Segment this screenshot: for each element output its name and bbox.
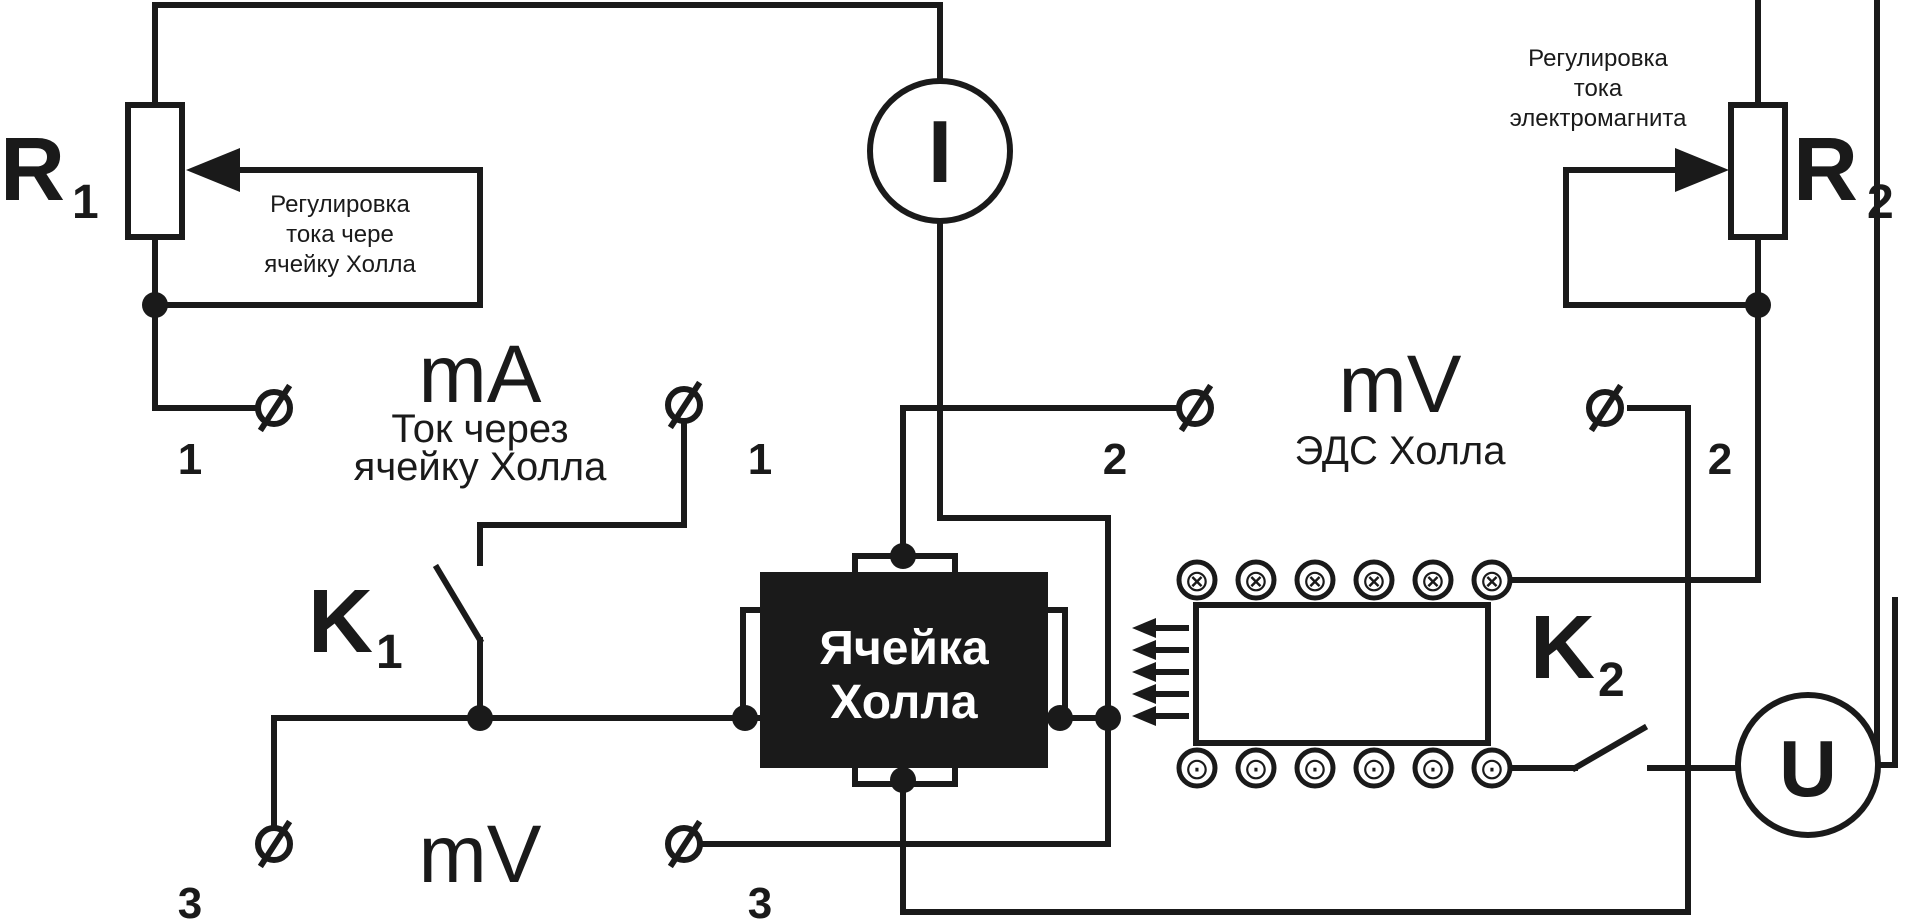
r2-adjust-line2: тока bbox=[1574, 75, 1623, 102]
magnet-top-terminal: ⊗ bbox=[1361, 565, 1386, 598]
ma-desc-line2: ячейку Холла bbox=[354, 445, 607, 489]
magnet-bottom-terminal: ⊙ bbox=[1243, 753, 1268, 786]
ma-unit-label: mA bbox=[419, 329, 542, 420]
r2-adjust-line3: электромагнита bbox=[1510, 105, 1688, 132]
magnet-bottom-terminal: ⊙ bbox=[1479, 753, 1504, 786]
magnet-top-terminals: ⊗ ⊗ ⊗ ⊗ ⊗ ⊗ bbox=[1176, 559, 1513, 601]
r2-adjust-line1: Регулировка bbox=[1528, 45, 1668, 72]
r1-adjust-line2: тока чере bbox=[286, 221, 394, 248]
r1-subscript: 1 bbox=[72, 176, 99, 229]
resistor-r1: R 1 bbox=[0, 102, 240, 240]
electromagnet: ⊗ ⊗ ⊗ ⊗ ⊗ ⊗ ⊙ ⊙ ⊙ ⊙ ⊙ ⊙ bbox=[1176, 559, 1513, 789]
mv-top-unit-label: mV bbox=[1339, 339, 1462, 430]
ma-desc-line1: Ток через bbox=[391, 407, 568, 451]
k2-label: K bbox=[1530, 598, 1595, 698]
junction-nodes bbox=[142, 292, 1771, 793]
k1-subscript: 1 bbox=[376, 626, 403, 679]
current-meter: I bbox=[867, 78, 1013, 224]
hall-cell: Ячейка Холла bbox=[760, 572, 1048, 768]
current-meter-symbol: I bbox=[928, 102, 952, 201]
hall-cell-label-line1: Ячейка bbox=[819, 622, 989, 675]
magnet-bottom-terminal: ⊙ bbox=[1184, 753, 1209, 786]
terminal-1-right bbox=[665, 380, 703, 430]
terminal-3-right bbox=[665, 819, 703, 869]
magnet-bottom-terminals: ⊙ ⊙ ⊙ ⊙ ⊙ ⊙ bbox=[1176, 747, 1513, 789]
magnet-top-terminal: ⊗ bbox=[1302, 565, 1327, 598]
voltage-meter: U bbox=[1735, 692, 1881, 838]
magnet-bottom-terminal: ⊙ bbox=[1302, 753, 1327, 786]
terminal-number-2-right: 2 bbox=[1708, 435, 1732, 484]
magnet-bottom-terminal: ⊙ bbox=[1361, 753, 1386, 786]
switch-k2: K 2 bbox=[1530, 598, 1649, 773]
wires bbox=[152, 0, 1898, 915]
mv-bottom-unit-label: mV bbox=[419, 809, 542, 900]
hall-cell-label-line2: Холла bbox=[830, 676, 977, 729]
r1-adjust-line1: Регулировка bbox=[270, 191, 410, 218]
terminal-2-left bbox=[1176, 383, 1214, 433]
r1-adjust-line3: ячейку Холла bbox=[264, 251, 416, 278]
r2-subscript: 2 bbox=[1867, 176, 1894, 229]
magnet-top-terminal: ⊗ bbox=[1420, 565, 1445, 598]
terminal-3-left bbox=[255, 819, 293, 869]
r2-adjust-annotation: Регулировка тока электромагнита bbox=[1510, 45, 1688, 132]
magnet-bottom-terminal: ⊙ bbox=[1420, 753, 1445, 786]
terminal-1-left bbox=[255, 383, 293, 433]
terminal-number-2-left: 2 bbox=[1103, 435, 1127, 484]
r2-label: R bbox=[1793, 120, 1858, 220]
magnet-top-terminal: ⊗ bbox=[1184, 565, 1209, 598]
r1-label: R bbox=[0, 120, 65, 220]
terminal-number-3-left: 3 bbox=[178, 879, 202, 922]
k2-subscript: 2 bbox=[1598, 654, 1625, 707]
magnet-top-terminal: ⊗ bbox=[1243, 565, 1268, 598]
magnetic-field-arrows bbox=[1132, 618, 1189, 726]
terminal-2-right bbox=[1586, 383, 1624, 433]
instrument-labels: mA Ток через ячейку Холла mV ЭДС Холла m… bbox=[354, 329, 1507, 900]
voltage-meter-symbol: U bbox=[1779, 724, 1837, 813]
switch-k1: K 1 bbox=[308, 563, 485, 679]
r1-adjust-annotation: Регулировка тока чере ячейку Холла bbox=[264, 191, 416, 278]
mv-top-desc: ЭДС Холла bbox=[1294, 429, 1506, 473]
terminal-numbers: 1 1 2 2 3 3 bbox=[178, 435, 1732, 922]
magnet-top-terminal: ⊗ bbox=[1479, 565, 1504, 598]
terminal-number-3-right: 3 bbox=[748, 879, 772, 922]
terminal-number-1-left: 1 bbox=[178, 435, 202, 484]
resistor-r2: R 2 bbox=[1675, 102, 1894, 240]
k1-label: K bbox=[308, 572, 373, 672]
terminal-number-1-right: 1 bbox=[748, 435, 772, 484]
terminals bbox=[255, 380, 1624, 869]
